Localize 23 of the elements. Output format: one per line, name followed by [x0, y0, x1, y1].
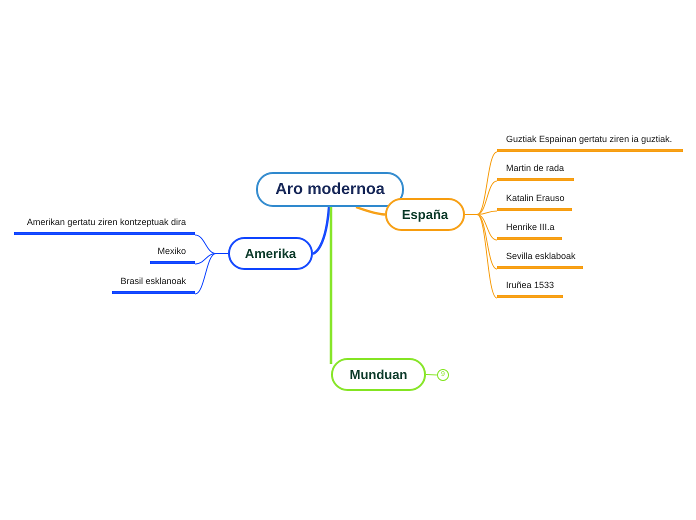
topic-text: Henrike III.a: [506, 220, 555, 234]
topic-text: Katalin Erauso: [506, 192, 565, 205]
connector: [194, 253, 228, 294]
topic-title: Amerika: [244, 244, 296, 263]
topic-box: [228, 237, 313, 270]
connector: [464, 214, 498, 298]
topic-text: Iruñea 1533: [506, 278, 554, 292]
topic-title: Munduan: [350, 366, 408, 384]
topic-text: Guztiak Espainan gertatu ziren ia guztiak.: [506, 132, 672, 146]
topic-text: Mexiko: [157, 244, 186, 258]
topic-box: [331, 358, 426, 391]
topic-title: Aro modernoa: [275, 180, 385, 200]
topic-box: [256, 172, 404, 207]
connector: [356, 206, 386, 216]
topic-box: [385, 198, 465, 231]
connector: [312, 206, 330, 255]
topic-text: Amerikan gertatu ziren kontzeptuak dira: [26, 216, 186, 229]
topic-text: Martin de rada: [506, 162, 564, 175]
topic-text: Brasil esklanoak: [120, 274, 186, 288]
connector: [330, 207, 332, 364]
topic-text: Sevilla esklaboak: [506, 250, 576, 263]
connector: [426, 374, 438, 376]
topic-title: España: [402, 206, 448, 224]
